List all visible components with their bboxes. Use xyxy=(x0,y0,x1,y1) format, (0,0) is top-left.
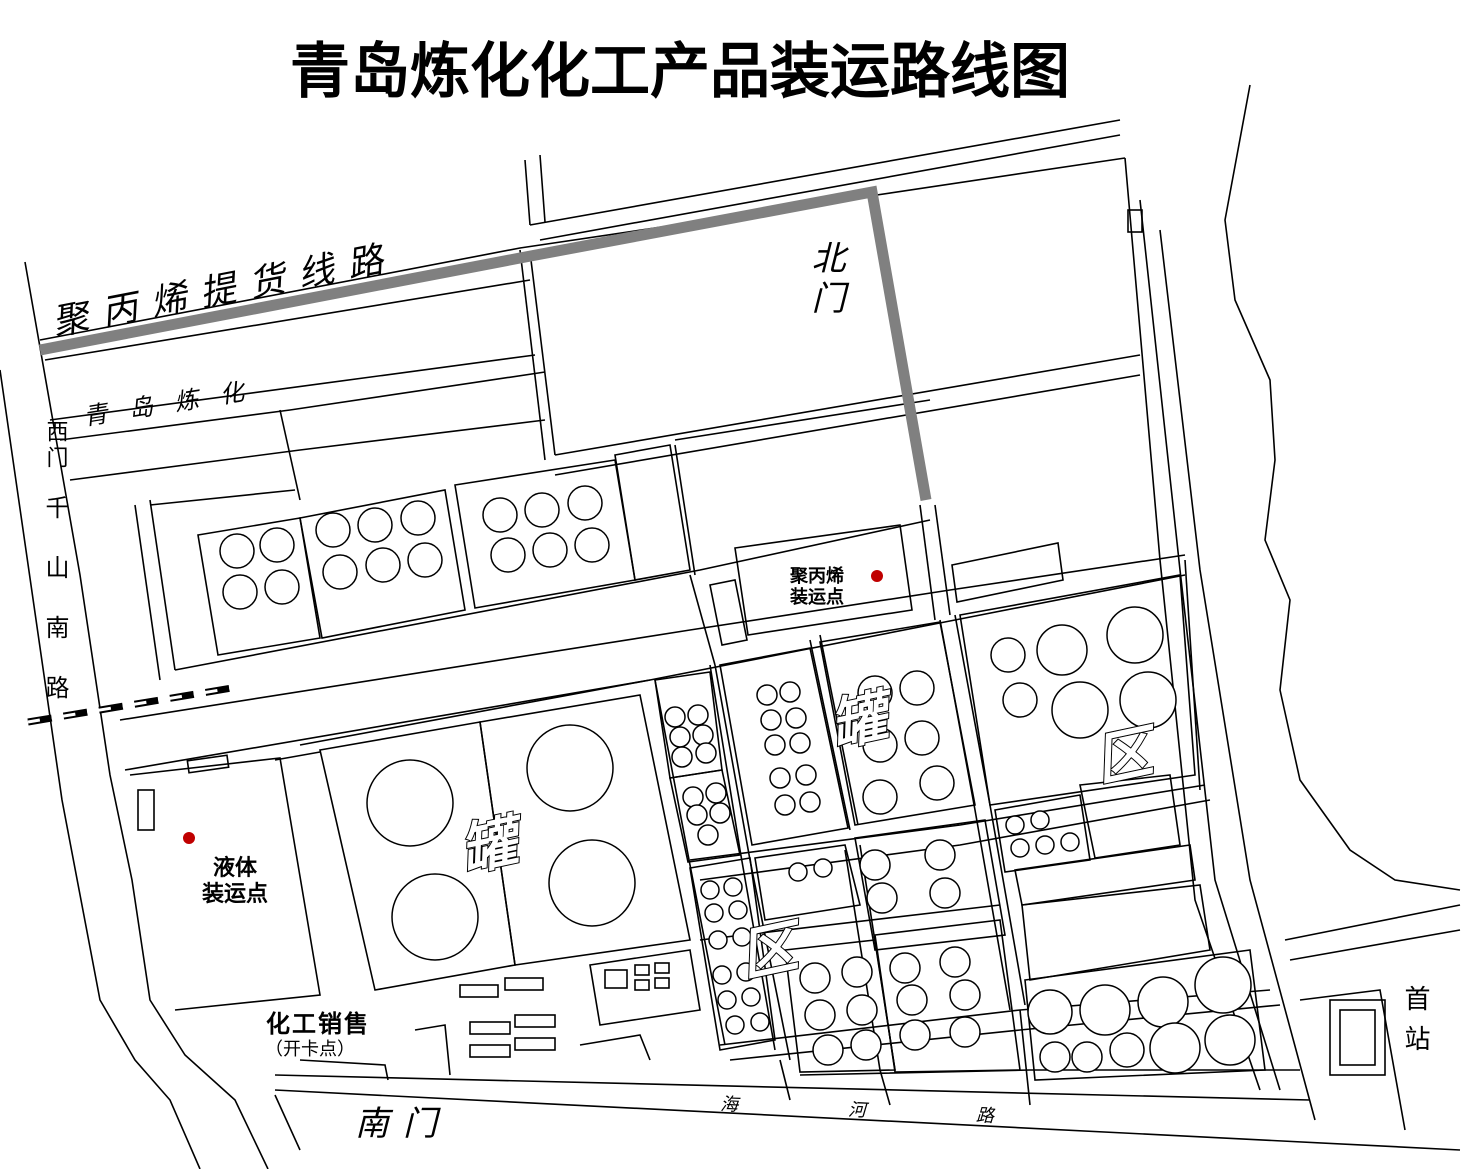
polypropylene-loading-point: 聚丙烯 装运点 xyxy=(789,565,883,608)
sales-note: （开卡点） xyxy=(265,1039,355,1060)
coastline xyxy=(1224,84,1461,891)
zone-label-area-2: 区 xyxy=(734,912,811,989)
pp-loading-marker xyxy=(871,570,883,582)
first-station-label: 首站 xyxy=(1400,985,1430,1065)
liquid-loading-marker xyxy=(183,832,195,844)
polypropylene-pickup-route xyxy=(38,185,932,501)
haihe-road-lines xyxy=(274,1074,1461,1151)
haihe-road-label: 海河路 xyxy=(720,1094,1105,1132)
qingdao-refinery-label: 青岛炼化 xyxy=(82,374,268,430)
south-gate-label: 南门 xyxy=(355,1104,451,1144)
liquid-loading-line2: 装运点 xyxy=(202,881,268,907)
west-gate-label: 西门 xyxy=(43,420,68,472)
tank-blocks xyxy=(197,444,1266,1081)
qianshan-south-road-label: 千山南路 xyxy=(41,495,69,735)
map-title: 青岛炼化化工产品装运路线图 xyxy=(290,37,1070,107)
storage-tanks xyxy=(219,485,1256,1074)
west-gate-text: 西门 xyxy=(43,420,68,472)
sales-name: 化工销售 xyxy=(266,1010,370,1038)
north-gate-text: 北门 xyxy=(805,240,845,320)
zone-label-area-1: 区 xyxy=(1089,717,1166,794)
railway-line xyxy=(27,684,233,726)
north-gate-label: 北门 xyxy=(805,240,845,320)
liquid-loading-line1: 液体 xyxy=(213,855,258,881)
sales-buildings xyxy=(129,751,701,1081)
liquid-loading-point: 液体 装运点 xyxy=(183,832,268,907)
chemical-sales: 化工销售 （开卡点） xyxy=(265,1010,370,1060)
zone-label-tank-1: 罐 xyxy=(454,807,532,884)
north-boundary-roads xyxy=(39,119,1126,461)
pp-loading-line2: 装运点 xyxy=(790,586,844,608)
qianshan-south-road-lines xyxy=(0,261,269,1169)
pp-loading-line1: 聚丙烯 xyxy=(789,565,844,587)
